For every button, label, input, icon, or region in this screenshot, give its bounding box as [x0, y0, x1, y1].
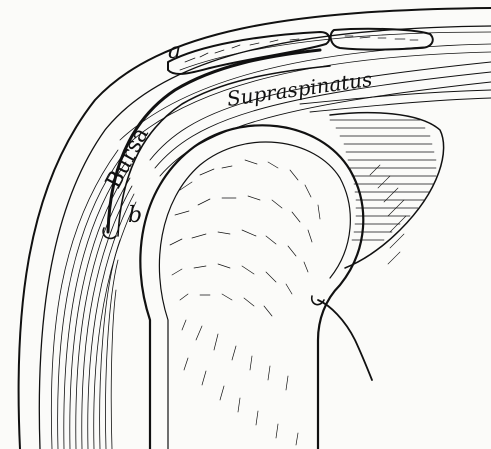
right-soft-tissue-hatching [370, 165, 406, 264]
label-supraspinatus: Supraspinatus [225, 67, 373, 111]
clavicle-end-bone [331, 29, 433, 50]
joint-capsule-right [318, 300, 372, 380]
label-a: a [168, 39, 181, 64]
skin-contour [19, 8, 491, 449]
scapula-hatching [330, 120, 436, 240]
humerus-cartilage [159, 142, 350, 449]
label-bursa: Bursa [101, 123, 154, 192]
humerus-outline [140, 125, 363, 449]
label-b: b [128, 203, 142, 228]
cancellous-bone-texture [170, 160, 320, 445]
